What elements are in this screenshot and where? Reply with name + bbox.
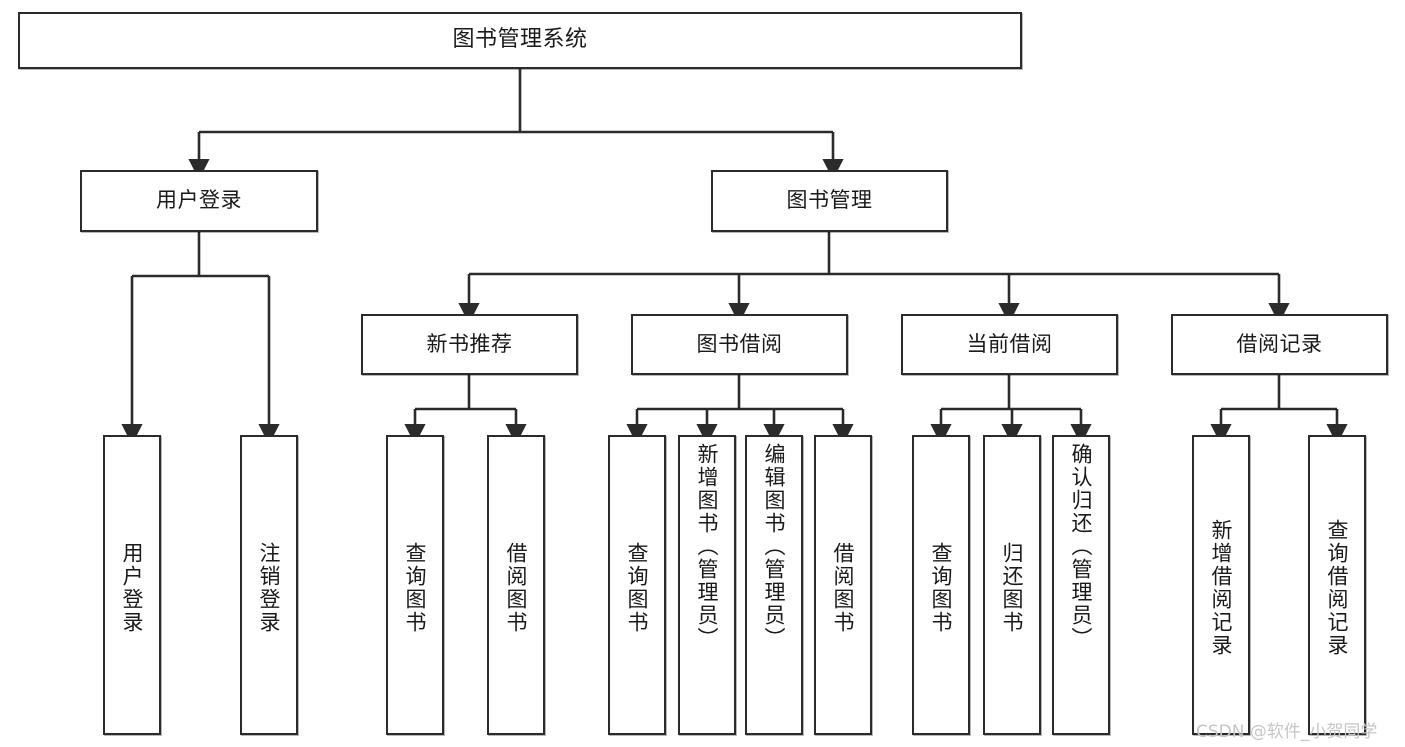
node-user-login[interactable]: 用户登录: [80, 170, 318, 232]
leaf-rec-query-book[interactable]: 查询图书: [386, 435, 444, 735]
leaf-bb-borrow-book-label: 借阅图书: [831, 542, 856, 634]
node-user-login-label: 用户登录: [156, 188, 242, 213]
node-book-borrow-label: 图书借阅: [696, 331, 783, 356]
node-borrow-record[interactable]: 借阅记录: [1171, 314, 1388, 375]
node-borrow-record-label: 借阅记录: [1236, 331, 1323, 356]
leaf-user-logout[interactable]: 注销登录: [240, 435, 298, 735]
csdn-watermark: CSDN @软件_小贺同学: [1196, 722, 1378, 742]
node-new-book-rec-label: 新书推荐: [426, 331, 513, 356]
leaf-cb-query-book-label: 查询图书: [929, 542, 954, 634]
leaf-br-query-record[interactable]: 查询借阅记录: [1308, 435, 1366, 735]
node-book-manage-label: 图书管理: [786, 188, 873, 213]
leaf-bb-add-book[interactable]: 新增图书（管理员）: [678, 435, 736, 735]
node-book-borrow[interactable]: 图书借阅: [631, 314, 848, 375]
leaf-cb-return-book[interactable]: 归还图书: [983, 435, 1041, 735]
node-new-book-rec[interactable]: 新书推荐: [361, 314, 578, 375]
leaf-rec-borrow-book[interactable]: 借阅图书: [487, 435, 545, 735]
leaf-br-query-record-label: 查询借阅记录: [1325, 519, 1350, 657]
node-book-manage[interactable]: 图书管理: [711, 170, 948, 232]
node-current-borrow-label: 当前借阅: [966, 331, 1053, 356]
leaf-bb-add-book-label: 新增图书（管理员）: [695, 443, 720, 650]
leaf-cb-return-book-label: 归还图书: [1000, 542, 1025, 634]
leaf-bb-edit-book-label: 编辑图书（管理员）: [762, 443, 787, 650]
leaf-bb-query-book[interactable]: 查询图书: [608, 435, 666, 735]
leaf-br-add-record-label: 新增借阅记录: [1209, 519, 1234, 657]
leaf-rec-borrow-book-label: 借阅图书: [504, 542, 529, 634]
leaf-cb-confirm-return[interactable]: 确认归还（管理员）: [1052, 435, 1110, 735]
leaf-user-login-label: 用户登录: [120, 542, 145, 634]
node-current-borrow[interactable]: 当前借阅: [901, 314, 1118, 375]
leaf-rec-query-book-label: 查询图书: [403, 542, 428, 634]
node-root[interactable]: 图书管理系统: [18, 12, 1022, 69]
leaf-bb-query-book-label: 查询图书: [625, 542, 650, 634]
leaf-user-logout-label: 注销登录: [257, 542, 282, 634]
node-root-label: 图书管理系统: [452, 27, 588, 53]
leaf-br-add-record[interactable]: 新增借阅记录: [1192, 435, 1250, 735]
leaf-bb-borrow-book[interactable]: 借阅图书: [814, 435, 872, 735]
leaf-bb-edit-book[interactable]: 编辑图书（管理员）: [745, 435, 803, 735]
leaf-cb-confirm-return-label: 确认归还（管理员）: [1069, 443, 1094, 650]
leaf-user-login[interactable]: 用户登录: [103, 435, 161, 735]
leaf-cb-query-book[interactable]: 查询图书: [912, 435, 970, 735]
